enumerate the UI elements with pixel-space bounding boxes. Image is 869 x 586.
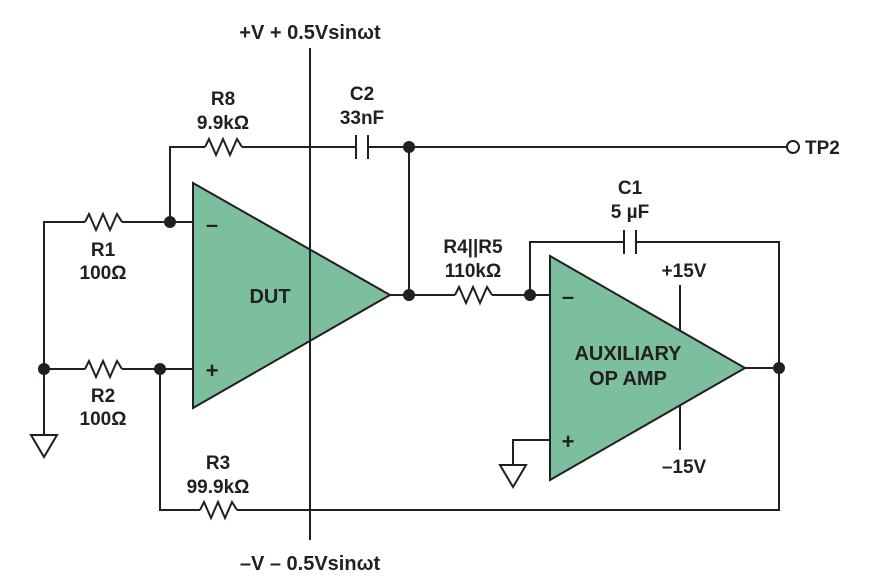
junction-dut-plus [154,363,166,375]
c1-left-wire [529,241,624,295]
r2-value: 100Ω [80,409,127,430]
ground-symbol-left [29,434,59,459]
r8-value: 9.9kΩ [197,113,249,134]
r1-value: 100Ω [80,263,127,284]
c1-name: C1 [618,178,643,199]
auxiliary-op-amp [549,254,748,482]
junction-aux-minus [524,289,536,301]
ground-symbol-right [498,464,528,489]
resistor-r3 [199,499,238,521]
aux-label-line2: OP AMP [589,368,667,390]
supply-top-label: +V + 0.5Vsinωt [239,22,381,44]
r3-value: 99.9kΩ [187,477,250,498]
dut-plus-sign: + [206,358,219,383]
dut-label: DUT [249,286,290,308]
aux-vneg-label: –15V [662,457,707,478]
r8-name: R8 [211,89,235,110]
resistor-r2 [84,358,123,380]
junction-aux-out [773,362,785,374]
c1-right-wire [636,241,780,368]
c2-value: 33nF [340,108,384,129]
supply-bottom-label: –V – 0.5Vsinωt [240,553,381,575]
r2-name: R2 [91,386,115,407]
dut-minus-sign: – [206,212,218,237]
resistor-r4r5 [454,284,493,306]
r3-right-wire [237,368,780,511]
aux-label-line1: AUXILIARY [574,343,682,365]
dut-amplifier [192,181,393,410]
r3-name: R3 [206,453,230,474]
r8-left-wire [169,146,205,220]
r1-left-wire [43,221,85,435]
c2-name: C2 [350,84,374,105]
c1-value: 5 µF [611,202,649,223]
resistor-r8 [204,136,243,158]
aux-vpos-label: +15V [662,261,707,282]
r3-left-wire [159,369,200,511]
junction-dut-minus [164,216,176,228]
junction-ground-left [38,363,50,375]
resistor-r1 [84,211,123,233]
aux-minus-sign: – [562,284,574,309]
tp2-terminal [786,140,800,154]
aux-plus-sign: + [562,429,575,454]
r4r5-name: R4||R5 [443,237,503,258]
junction-dut-out [403,289,415,301]
junction-c2-out [403,141,415,153]
tp2-label: TP2 [805,138,840,159]
aux-plus-ground-wire [512,439,550,465]
r1-name: R1 [91,240,116,261]
r4r5-value: 110kΩ [445,261,501,282]
